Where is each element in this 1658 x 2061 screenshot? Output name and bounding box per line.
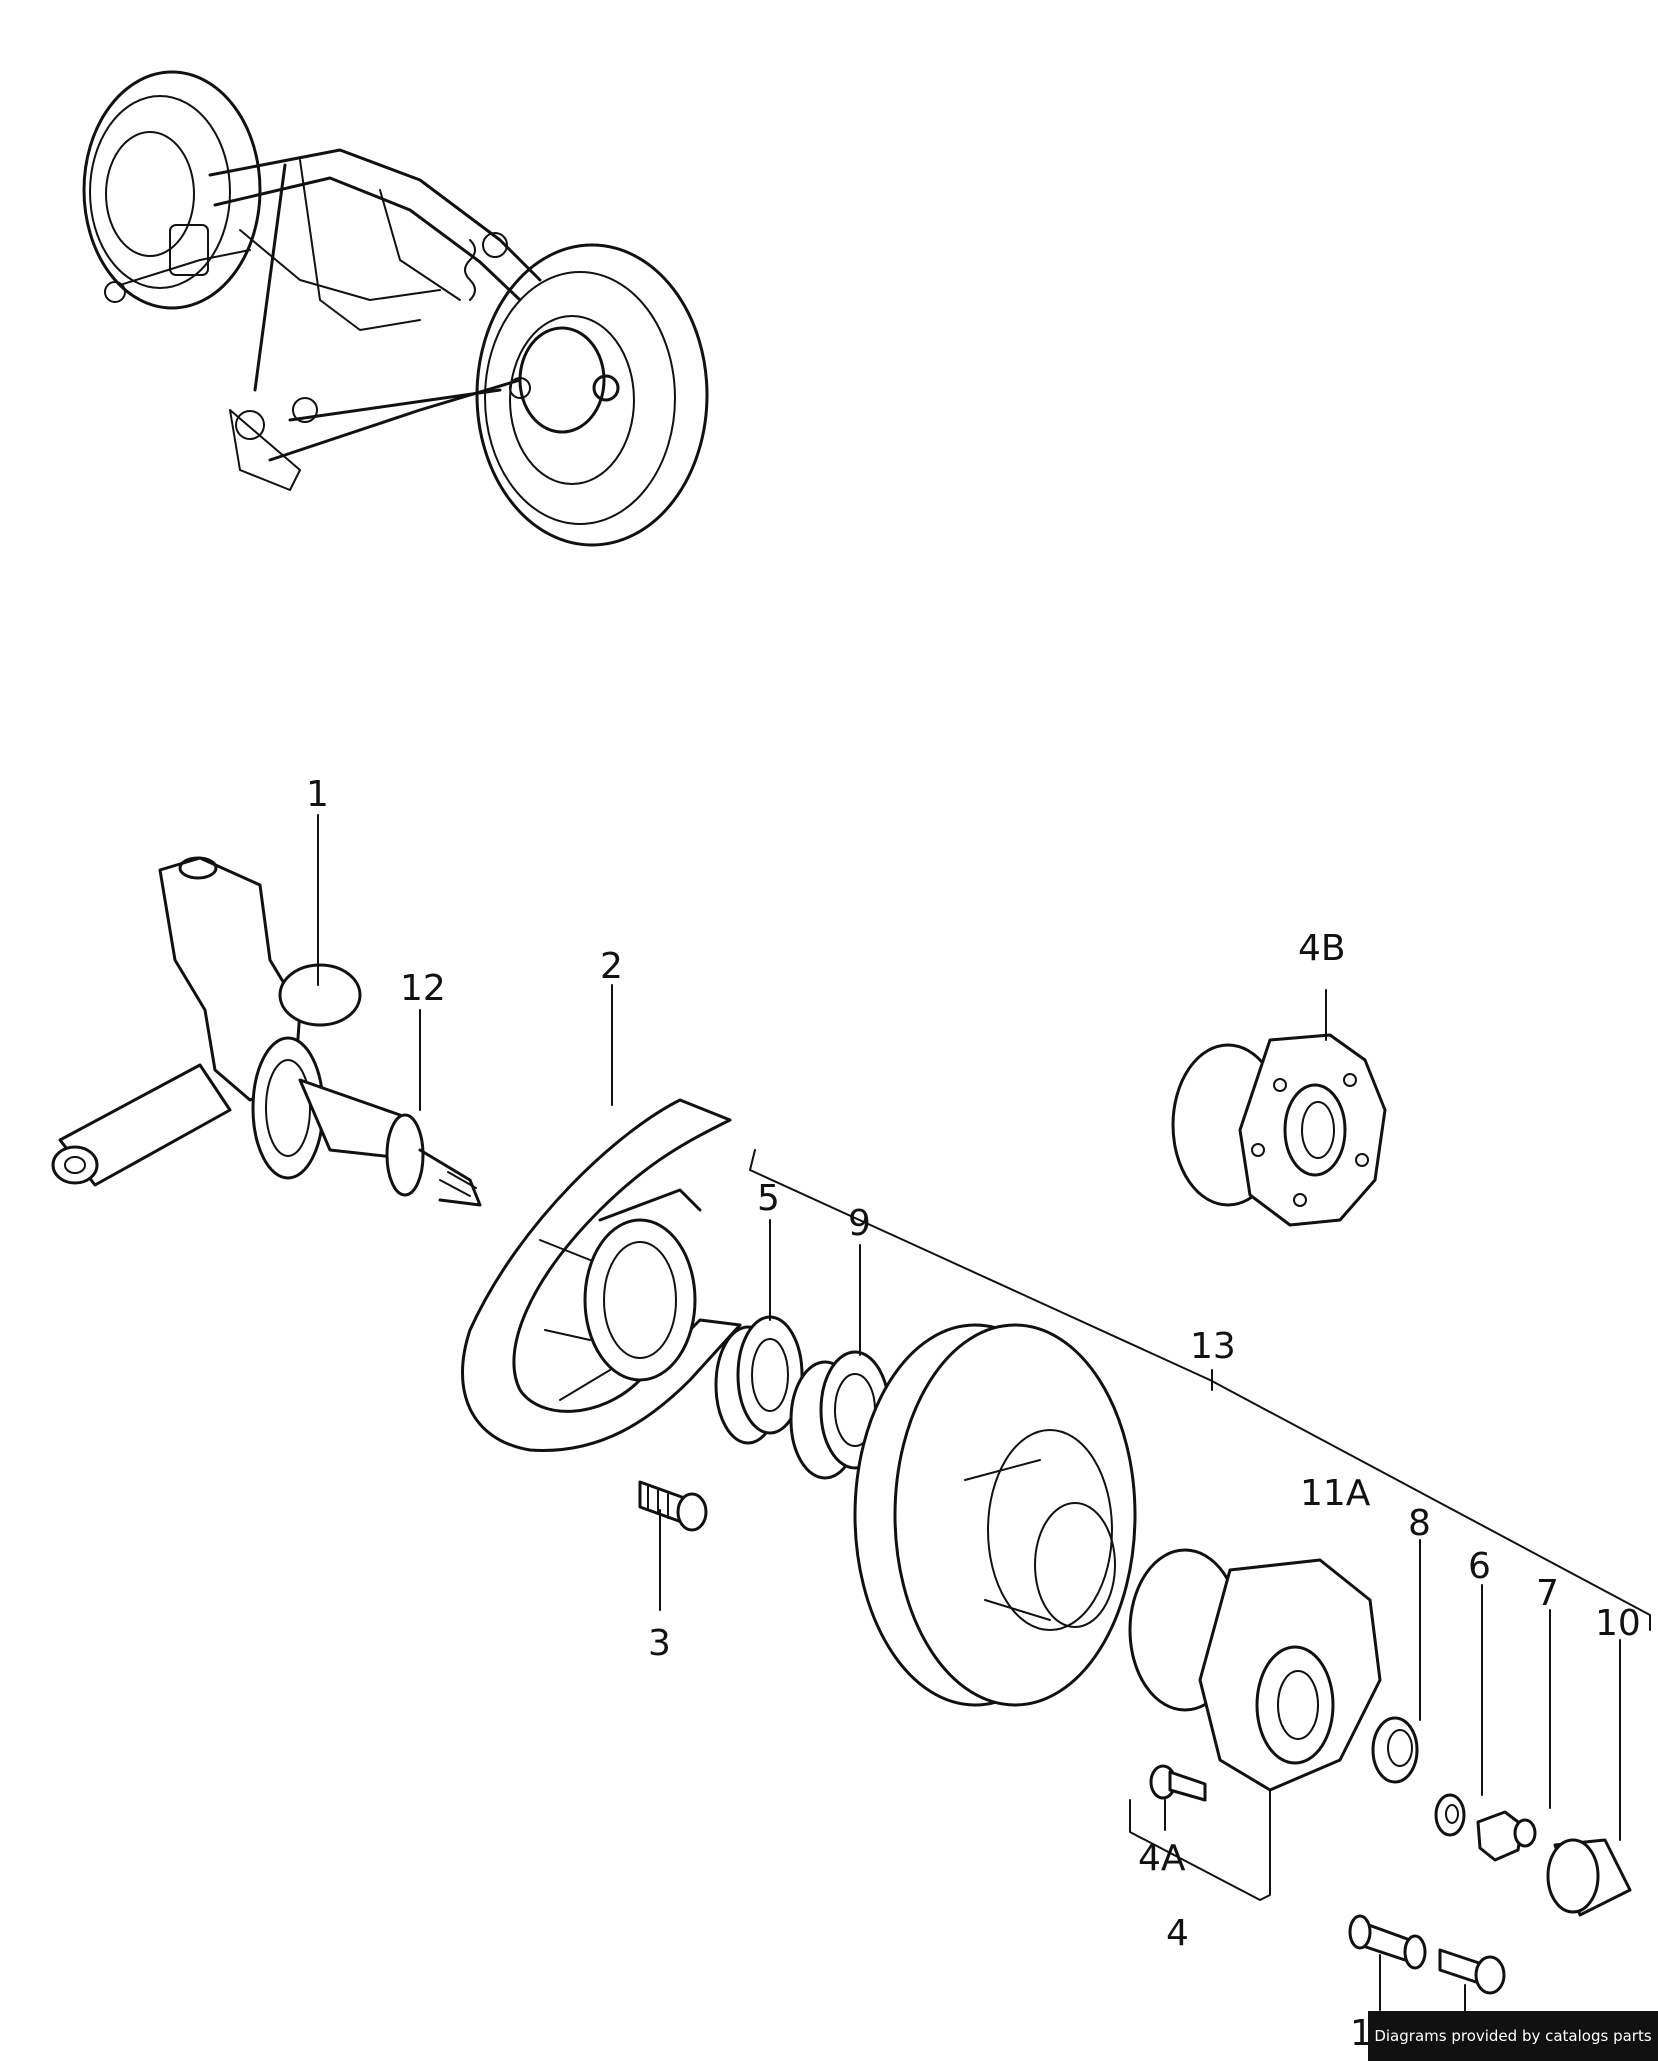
- wheel-hub-illustration: [1128, 1548, 1382, 1792]
- part-label-1: 1: [306, 774, 329, 815]
- part-label-4A: 4A: [1138, 1838, 1186, 1879]
- credit-footer: Diagrams provided by catalogs parts: [1368, 2011, 1658, 2061]
- seal-8-illustration: [1371, 1716, 1419, 1784]
- part-label-8: 8: [1408, 1503, 1431, 1544]
- part-label-12: 12: [400, 968, 446, 1009]
- part-label-3: 3: [648, 1623, 671, 1664]
- bolt-3-illustration: [638, 1480, 708, 1532]
- brake-disc-13-illustration: [853, 1323, 1137, 1707]
- stud-4A-illustration: [1149, 1764, 1207, 1802]
- cap-10-illustration: [1546, 1838, 1632, 1917]
- leader-lines: [317, 814, 1651, 2026]
- part-label-10: 10: [1595, 1603, 1641, 1644]
- part-label-6: 6: [1468, 1546, 1491, 1587]
- part-label-2: 2: [600, 946, 623, 987]
- dust-shield-illustration: [461, 1098, 742, 1452]
- part-label-5: 5: [757, 1178, 780, 1219]
- part-label-7: 7: [1536, 1573, 1559, 1614]
- steering-knuckle-illustration: [51, 856, 482, 1207]
- part-label-4: 4: [1166, 1913, 1189, 1954]
- washer-6-illustration: [1434, 1793, 1466, 1837]
- part-label-13: 13: [1190, 1326, 1236, 1367]
- wheel-hub-4B-illustration: [1171, 1033, 1387, 1227]
- nut-7-illustration: [1476, 1810, 1537, 1862]
- part-label-4B: 4B: [1298, 928, 1346, 969]
- axle-overview-illustration: [82, 70, 709, 547]
- sleeve-11A-illustration: [1348, 1914, 1427, 1970]
- part-label-11A-top: 11A: [1300, 1473, 1371, 1514]
- part-label-9: 9: [848, 1203, 871, 1244]
- bolt-11-illustration: [1438, 1948, 1506, 1995]
